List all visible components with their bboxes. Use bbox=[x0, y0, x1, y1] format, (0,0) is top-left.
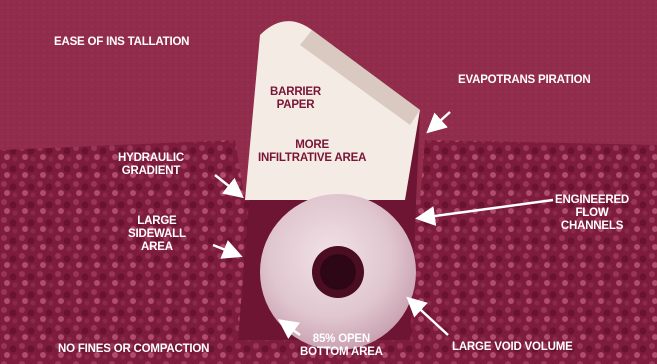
label-no-fines-or-compaction: NO FINES OR COMPACTION bbox=[58, 343, 209, 356]
label-barrier-paper: BARRIER PAPER bbox=[270, 86, 321, 112]
label-evapotranspiration: EVAPOTRANS PIRATION bbox=[458, 74, 591, 87]
label-large-void-volume: LARGE VOID VOLUME bbox=[452, 341, 573, 354]
label-hydraulic-gradient: HYDRAULIC GRADIENT bbox=[118, 152, 184, 178]
label-engineered-flow-channels: ENGINEERED FLOW CHANNELS bbox=[555, 194, 629, 233]
label-85-percent-open-bottom-area: 85% OPEN BOTTOM AREA bbox=[300, 333, 383, 359]
label-large-sidewall-area: LARGE SIDEWALL AREA bbox=[128, 215, 186, 254]
label-ease-of-installation: EASE OF INS TALLATION bbox=[54, 36, 189, 49]
label-more-infiltrative-area: MORE INFILTRATIVE AREA bbox=[258, 139, 366, 165]
